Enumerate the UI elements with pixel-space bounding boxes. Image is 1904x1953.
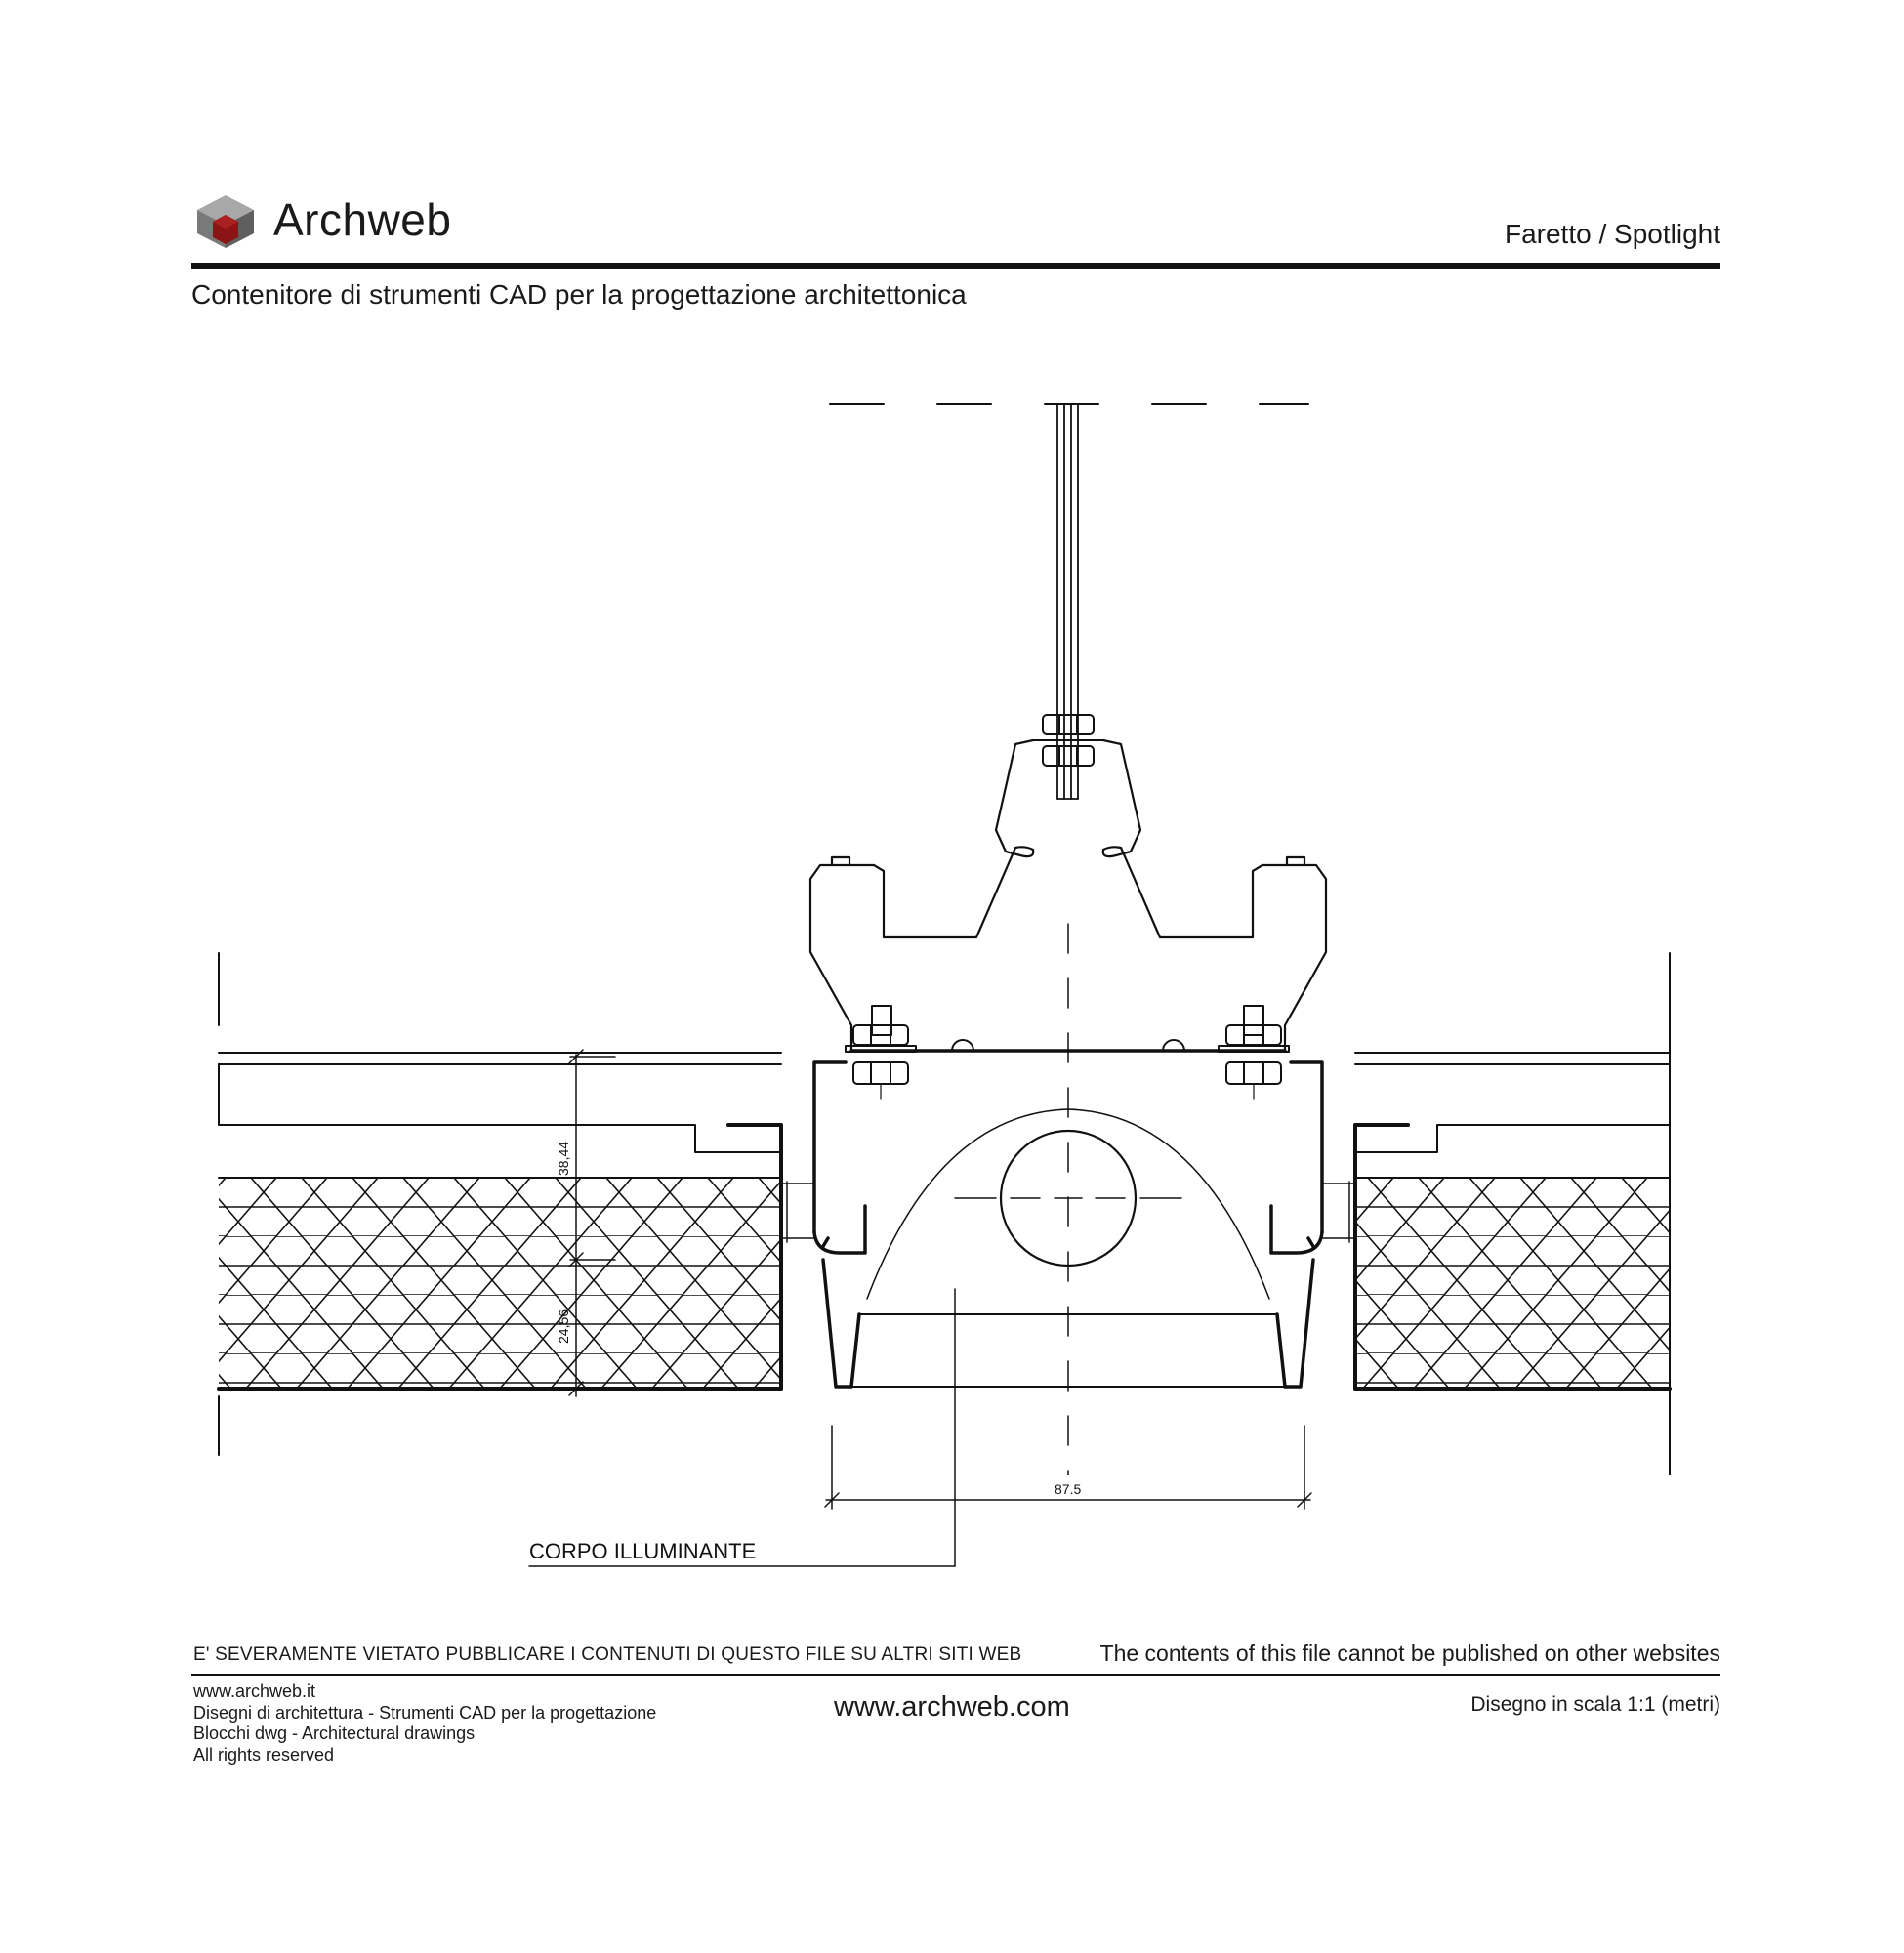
archweb-logo	[197, 195, 254, 248]
right-ceiling-panel	[1321, 952, 1672, 1475]
warning-italian: E' SEVERAMENTE VIETATO PUBBLICARE I CONT…	[193, 1644, 1022, 1665]
fixture-housing	[812, 1060, 1324, 1255]
dimension-label-bottom: 24,56	[556, 1309, 571, 1344]
warning-english: The contents of this file cannot be publ…	[1099, 1641, 1720, 1666]
vertical-dimension	[568, 1049, 616, 1397]
footer-credits: www.archweb.it Disegni di architettura -…	[193, 1682, 656, 1766]
dimension-label-top: 38,44	[556, 1142, 571, 1176]
suspension-bracket	[808, 738, 1328, 1053]
header-rule	[191, 263, 1720, 269]
callout-label: CORPO ILLUMINANTE	[529, 1539, 756, 1563]
footer-line: Disegni di architettura - Strumenti CAD …	[193, 1702, 657, 1723]
scale-note: Disegno in scala 1:1 (metri)	[1470, 1693, 1720, 1716]
dimension-label-width: 87.5	[1055, 1481, 1081, 1497]
left-ceiling-panel	[217, 952, 815, 1456]
rod-nuts	[1032, 714, 1104, 767]
left-bolt-assembly	[845, 1005, 917, 1100]
page-subtitle: Contenitore di strumenti CAD per la prog…	[191, 279, 967, 310]
footer-rule	[191, 1674, 1720, 1676]
footer-line: Blocchi dwg - Architectural drawings	[193, 1724, 476, 1743]
website-link[interactable]: www.archweb.com	[834, 1691, 1070, 1723]
brand-name: Archweb	[273, 194, 452, 245]
horizontal-dimension	[824, 1425, 1312, 1510]
footer-line[interactable]: www.archweb.it	[193, 1682, 316, 1701]
right-bolt-assembly	[1218, 1005, 1290, 1100]
footer-line: All rights reserved	[193, 1744, 335, 1765]
callout-leader	[528, 1288, 956, 1567]
page-title: Faretto / Spotlight	[1504, 219, 1720, 249]
